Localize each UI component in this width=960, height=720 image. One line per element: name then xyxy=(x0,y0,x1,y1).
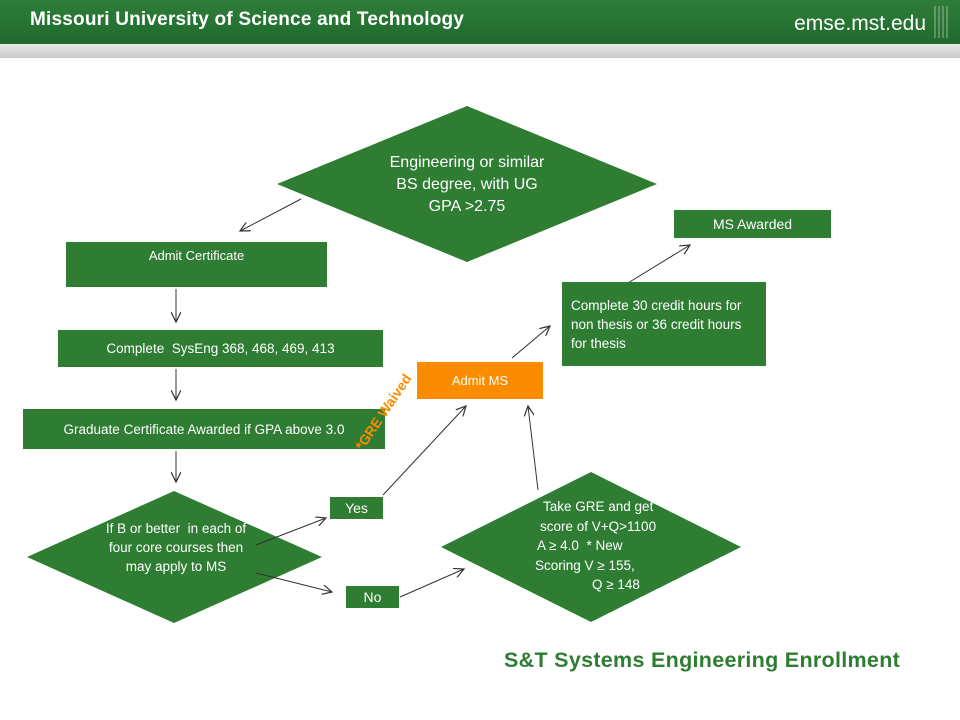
gre-decision-label: Take GRE and get score of V+Q>1100 A ≥ 4… xyxy=(520,497,680,595)
arrow-credits-to-awarded xyxy=(627,245,690,284)
complete-credits-box: Complete 30 credit hours for non thesis … xyxy=(562,282,766,366)
arrow-gre-to-admit xyxy=(528,406,539,491)
certificate-awarded-box: Graduate Certificate Awarded if GPA abov… xyxy=(23,409,385,449)
gre-line-1: Take GRE and get xyxy=(543,499,654,514)
complete-courses-box: Complete SysEng 368, 468, 469, 413 xyxy=(58,330,383,367)
entry-decision-label: Engineering or similar BS degree, with U… xyxy=(389,154,545,215)
site-url[interactable]: emse.mst.edu xyxy=(794,12,926,35)
gre-line-4: Scoring V ≥ 155, xyxy=(535,557,635,573)
core-decision-label: If B or better in each of four core cour… xyxy=(105,521,250,574)
gre-line-2: score of V+Q>1100 xyxy=(540,518,657,534)
entry-decision-diamond xyxy=(277,106,657,262)
gre-line-5: Q ≥ 148 xyxy=(592,577,640,592)
header-decoration xyxy=(934,6,950,38)
gre-decision-diamond xyxy=(441,472,741,622)
gre-line-3: A ≥ 4.0 * New xyxy=(537,538,623,553)
yes-box: Yes xyxy=(330,497,383,519)
arrow-core-to-no xyxy=(255,572,332,592)
core-decision-diamond xyxy=(27,491,322,623)
header-divider xyxy=(0,44,960,58)
arrow-decision-to-certificate xyxy=(240,198,302,231)
header-bar: Missouri University of Science and Techn… xyxy=(0,0,960,44)
arrow-no-to-gre xyxy=(399,569,464,598)
arrow-admit-to-credits xyxy=(511,326,550,359)
admit-certificate-box: Admit Certificate xyxy=(66,242,327,287)
university-name: Missouri University of Science and Techn… xyxy=(30,9,465,30)
arrow-core-to-yes xyxy=(255,518,326,546)
arrow-yes-to-admit xyxy=(382,406,466,496)
no-box: No xyxy=(346,586,399,608)
admit-ms-box: Admit MS xyxy=(417,362,543,399)
page-title: S&T Systems Engineering Enrollment xyxy=(504,648,901,672)
ms-awarded-box: MS Awarded xyxy=(674,210,831,238)
